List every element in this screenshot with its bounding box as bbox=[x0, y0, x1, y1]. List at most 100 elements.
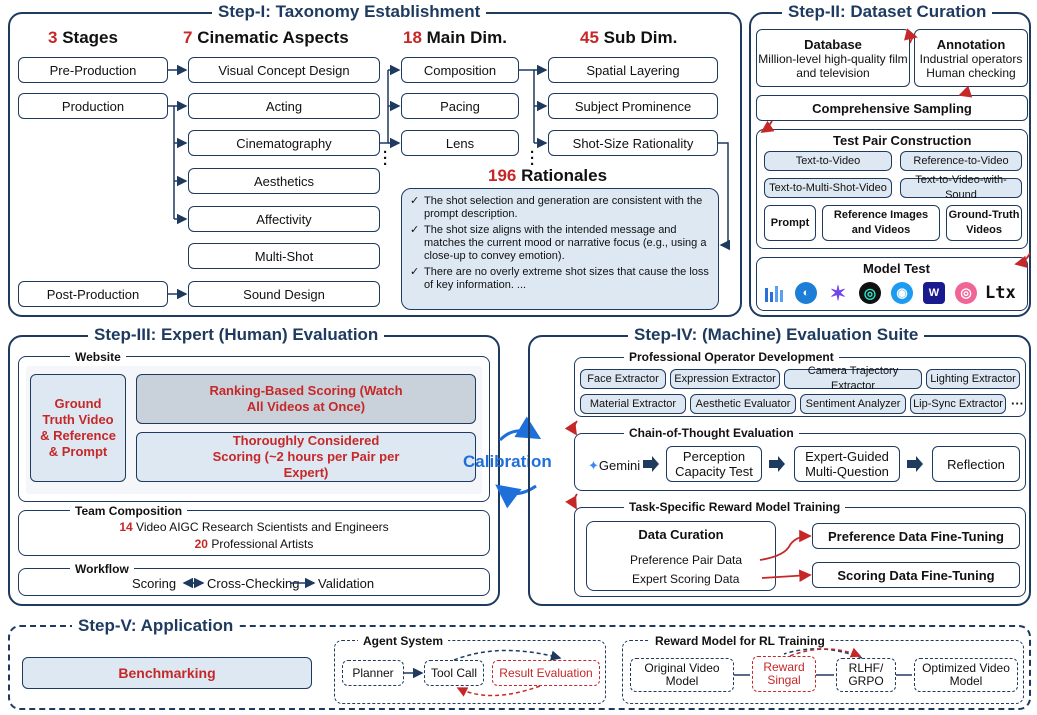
spiral-logo-icon: ◉ bbox=[891, 282, 913, 304]
model-test-section bbox=[756, 257, 1028, 311]
aspect-sound-design: Sound Design bbox=[188, 281, 380, 307]
rationale-item: ✓The shot size aligns with the intended … bbox=[410, 224, 707, 262]
rl-optimized-video-model: Optimized Video Model bbox=[914, 658, 1018, 692]
annotation-box: Annotation Industrial operators Human ch… bbox=[914, 29, 1028, 87]
main-dim-pacing: Pacing bbox=[401, 93, 519, 119]
workflow-step-cross-checking: Cross-Checking bbox=[207, 576, 300, 591]
stage-pre-production: Pre-Production bbox=[18, 57, 168, 83]
ground-truth-box: Ground-Truth Videos bbox=[946, 205, 1022, 241]
test-pair-section bbox=[756, 129, 1028, 249]
operator-lip-sync-extractor: Lip-Sync Extractor bbox=[910, 394, 1006, 414]
cot-section bbox=[574, 433, 1026, 491]
main-dim-header: 18 Main Dim. bbox=[403, 28, 507, 47]
swirl-logo-icon: ◐ bbox=[795, 282, 817, 304]
prompt-box: Prompt bbox=[764, 205, 816, 241]
step5-panel bbox=[8, 625, 1031, 710]
reward-training-title: Task-Specific Reward Model Training bbox=[624, 500, 846, 514]
operator-lighting-extractor: Lighting Extractor bbox=[926, 369, 1020, 389]
gemini-spark-icon: ✦ bbox=[588, 458, 599, 473]
aspect-visual-concept-design: Visual Concept Design bbox=[188, 57, 380, 83]
aspect-cinematography: Cinematography bbox=[188, 130, 380, 156]
step2-title: Step-II: Dataset Curation bbox=[782, 3, 993, 21]
test-pair-title: Test Pair Construction bbox=[833, 133, 972, 148]
cot-perception-capacity-test: Perception Capacity Test bbox=[666, 446, 762, 482]
gt-reference-prompt-block: Ground Truth Video & Reference & Prompt bbox=[30, 374, 126, 482]
operator-expression-extractor: Expression Extractor bbox=[670, 369, 780, 389]
step4-title: Step-IV: (Machine) Evaluation Suite bbox=[628, 326, 925, 344]
ranking-based-scoring: Ranking-Based Scoring (Watch All Videos … bbox=[136, 374, 476, 424]
scoring-data-fine-tuning: Scoring Data Fine-Tuning bbox=[812, 562, 1020, 588]
team-composition-section bbox=[18, 510, 490, 556]
cot-expert-guided-multi-question: Expert-Guided Multi-Question bbox=[794, 446, 900, 482]
aspect-affectivity: Affectivity bbox=[188, 206, 380, 232]
orb-logo-icon: ◎ bbox=[955, 282, 977, 304]
gemini-label: ✦Gemini bbox=[588, 458, 641, 473]
preference-data-fine-tuning: Preference Data Fine-Tuning bbox=[812, 523, 1020, 549]
rl-reward-signal: Reward Singal bbox=[752, 656, 816, 692]
workflow-section bbox=[18, 568, 490, 596]
main-dim-lens: Lens bbox=[401, 130, 519, 156]
sub-dim-header: 45 Sub Dim. bbox=[580, 28, 678, 47]
preference-pair-data: Preference Pair Data bbox=[630, 553, 743, 567]
step3-title: Step-III: Expert (Human) Evaluation bbox=[88, 326, 385, 344]
cot-reflection: Reflection bbox=[932, 446, 1020, 482]
ltx-logo-icon: Ltx bbox=[985, 283, 1016, 303]
agent-system-title: Agent System bbox=[358, 634, 449, 648]
operator-camera-trajectory-extractor: Camera Trajectory Extractor bbox=[784, 365, 922, 392]
agent-tool-call: Tool Call bbox=[424, 660, 484, 686]
operator-dev-title: Professional Operator Development bbox=[624, 350, 839, 364]
step5-title: Step-V: Application bbox=[72, 617, 240, 635]
task-text-to-video-with-sound: Text-to-Video-with-Sound bbox=[900, 174, 1022, 201]
agent-planner: Planner bbox=[342, 660, 404, 686]
comprehensive-sampling-box: Comprehensive Sampling bbox=[756, 95, 1028, 121]
workflow-title: Workflow bbox=[70, 562, 134, 576]
bars-logo-icon bbox=[763, 282, 785, 304]
operator-aesthetic-evaluator: Aesthetic Evaluator bbox=[690, 394, 796, 414]
cot-title: Chain-of-Thought Evaluation bbox=[624, 426, 799, 440]
team-composition-title: Team Composition bbox=[70, 504, 188, 518]
main-dim-ellipsis: ··· bbox=[383, 144, 388, 173]
aspect-aesthetics: Aesthetics bbox=[188, 168, 380, 194]
website-section bbox=[18, 356, 490, 502]
sub-dim-spatial-layering: Spatial Layering bbox=[548, 57, 718, 83]
sub-dim-subject-prominence: Subject Prominence bbox=[548, 93, 718, 119]
thoroughly-considered-scoring: Thoroughly Considered Scoring (~2 hours … bbox=[136, 432, 476, 482]
sub-dim-ellipsis: ··· bbox=[530, 144, 535, 173]
team-line-scientists: 14 Video AIGC Research Scientists and En… bbox=[119, 520, 389, 534]
benchmarking-box: Benchmarking bbox=[22, 657, 312, 689]
star-logo-icon: ✶ bbox=[829, 282, 847, 305]
rl-original-video-model: Original Video Model bbox=[630, 658, 734, 692]
rationale-item: ✓The shot selection and generation are c… bbox=[410, 195, 703, 220]
rationale-item: ✓There are no overly extreme shot sizes … bbox=[410, 266, 709, 291]
operator-sentiment-analyzer: Sentiment Analyzer bbox=[800, 394, 906, 414]
reference-box: Reference Images and Videos bbox=[822, 205, 940, 241]
aspects-header: 7 Cinematic Aspects bbox=[183, 28, 349, 47]
rl-rlhf-grpo: RLHF/ GRPO bbox=[836, 658, 896, 692]
workflow-step-validation: Validation bbox=[318, 576, 375, 591]
ring-logo-icon: ◎ bbox=[859, 282, 881, 304]
task-reference-to-video: Reference-to-Video bbox=[900, 151, 1022, 171]
task-text-to-video: Text-to-Video bbox=[764, 151, 892, 171]
sub-dim-shot-size-rationality: Shot-Size Rationality bbox=[548, 130, 718, 156]
w-logo-icon: W bbox=[923, 282, 945, 304]
data-curation-title: Data Curation bbox=[638, 527, 724, 542]
rationales-header: 196 Rationales bbox=[488, 166, 608, 185]
operator-material-extractor: Material Extractor bbox=[580, 394, 686, 414]
operator-face-extractor: Face Extractor bbox=[580, 369, 666, 389]
team-line-artists: 20 Professional Artists bbox=[194, 537, 314, 551]
stage-production: Production bbox=[18, 93, 168, 119]
model-test-title: Model Test bbox=[863, 261, 930, 276]
workflow-step-scoring: Scoring bbox=[132, 576, 177, 591]
stages-header: 3 Stages bbox=[48, 28, 118, 47]
operators-more: ··· bbox=[1011, 396, 1024, 411]
aspect-acting: Acting bbox=[188, 93, 380, 119]
rl-training-title: Reward Model for RL Training bbox=[650, 634, 830, 648]
expert-scoring-data: Expert Scoring Data bbox=[632, 572, 740, 586]
task-text-to-multi-shot-video: Text-to-Multi-Shot-Video bbox=[764, 178, 892, 198]
agent-result-evaluation: Result Evaluation bbox=[492, 660, 600, 686]
step1-title: Step-I: Taxonomy Establishment bbox=[212, 3, 487, 21]
stage-post-production: Post-Production bbox=[18, 281, 168, 307]
rationales-box: ✓The shot selection and generation are c… bbox=[401, 188, 719, 310]
database-box: Database Million-level high-quality film… bbox=[756, 29, 910, 87]
aspect-multi-shot: Multi-Shot bbox=[188, 243, 380, 269]
